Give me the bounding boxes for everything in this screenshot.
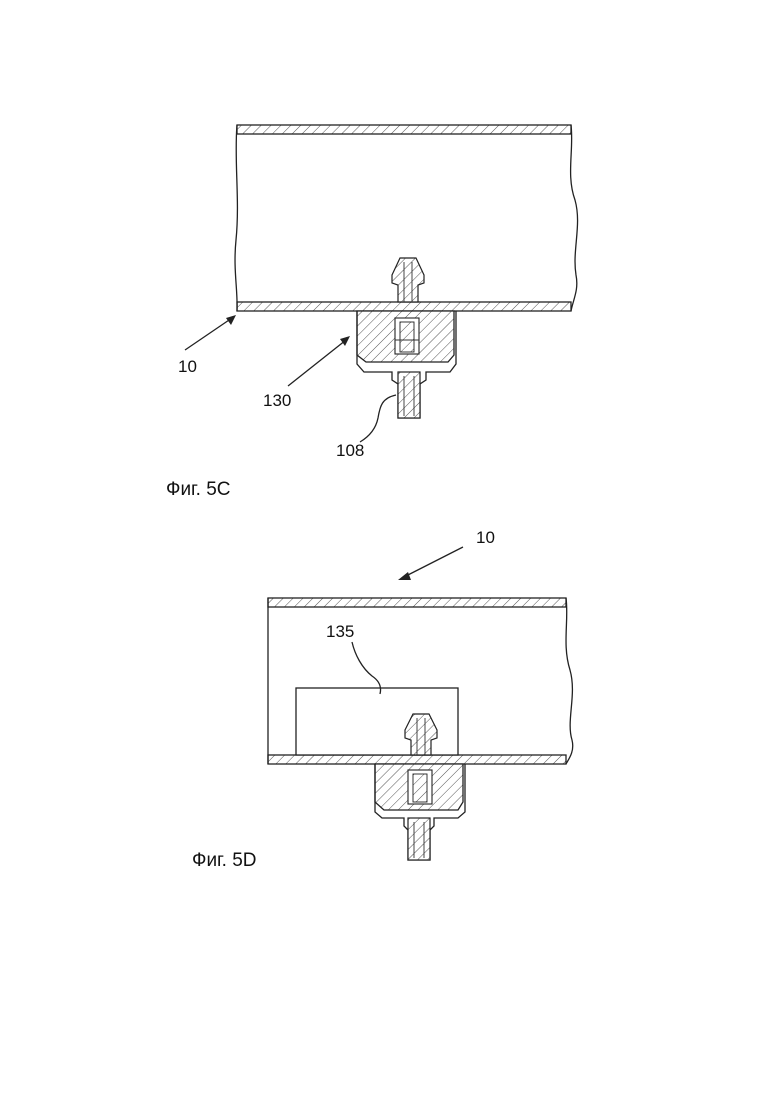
figure-5c: 10 130 108 Фиг. 5С xyxy=(166,125,578,500)
nozzle xyxy=(408,818,430,860)
label-10: 10 xyxy=(476,528,495,547)
figure-caption-5d: Фиг. 5D xyxy=(192,850,257,871)
block-135 xyxy=(296,688,458,755)
tube-wall-top xyxy=(237,125,571,134)
tube-wall-bottom xyxy=(268,755,566,764)
tube-wall-top xyxy=(268,598,566,607)
label-130: 130 xyxy=(263,391,291,410)
label-108: 108 xyxy=(336,441,364,460)
tube-wall-bottom xyxy=(237,302,571,311)
figure-5d: 10 135 Фиг. 5D xyxy=(192,528,573,871)
barb-nipple-inner xyxy=(392,258,424,302)
tube-left-end xyxy=(235,125,237,311)
leader-arrow-10 xyxy=(185,315,236,350)
leader-line-135 xyxy=(352,642,381,694)
leader-arrow-10 xyxy=(398,547,463,580)
leader-arrow-130 xyxy=(288,336,350,386)
figure-caption-5c: Фиг. 5С xyxy=(166,479,231,500)
nozzle-108 xyxy=(398,372,420,418)
tube-right-break xyxy=(566,598,573,764)
leader-line-108 xyxy=(360,395,396,442)
label-10: 10 xyxy=(178,357,197,376)
label-135: 135 xyxy=(326,622,354,641)
tube-right-break xyxy=(571,125,578,311)
